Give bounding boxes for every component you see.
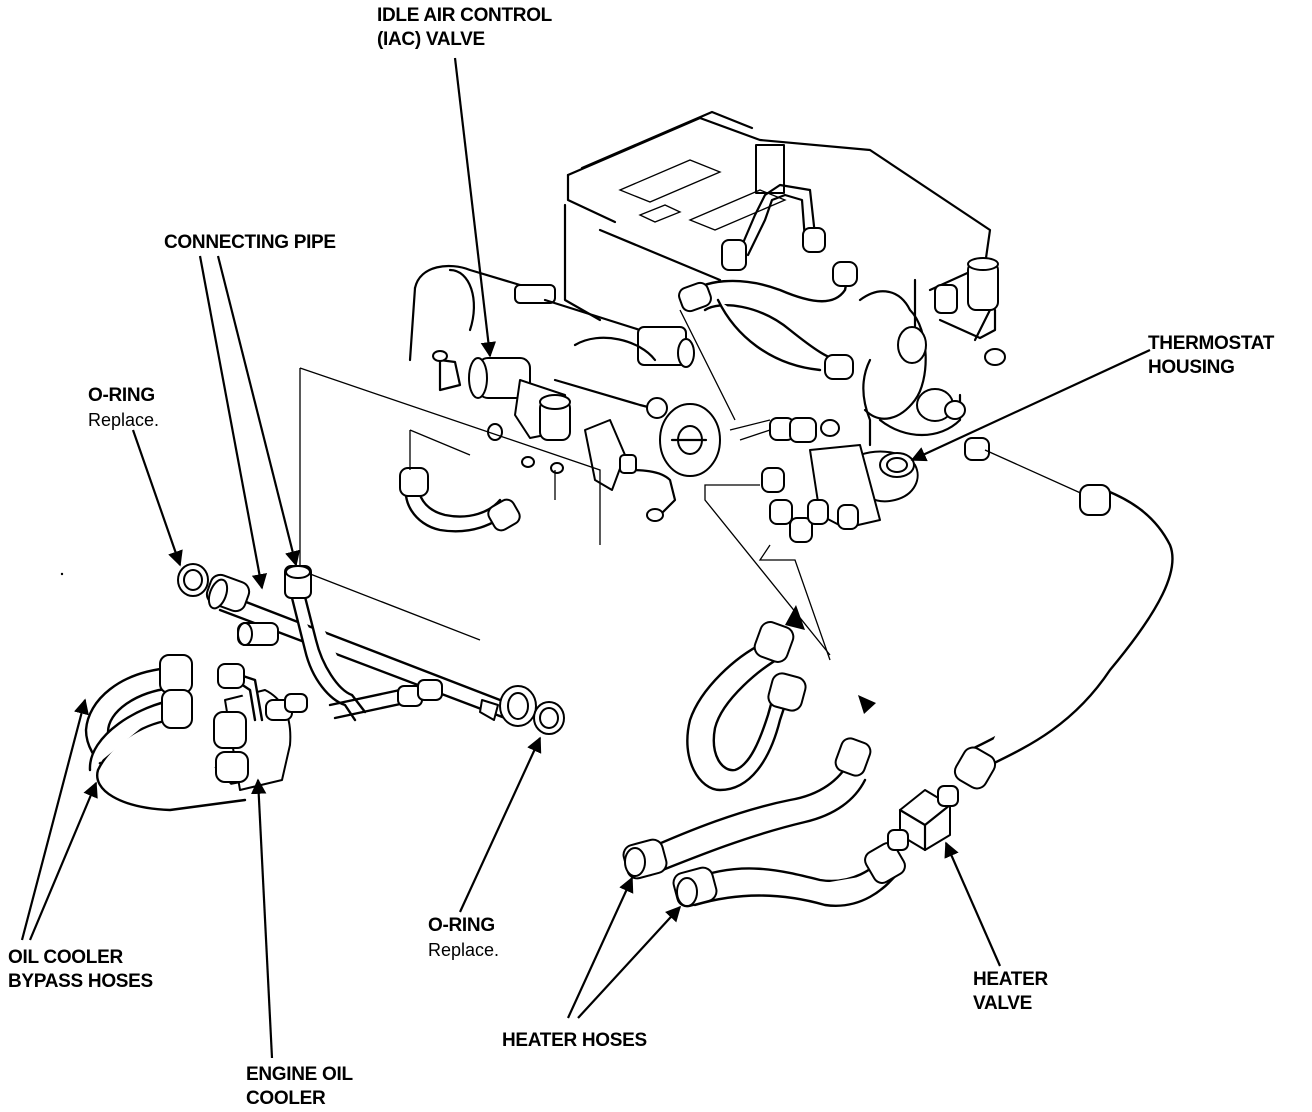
oil-cooler-bypass-hoses-part [84,654,247,812]
leader-connecting-pipe-1 [198,255,268,590]
leader-heater-hose-1 [566,876,634,1019]
label-o-ring-left-note: Replace. [88,410,160,430]
engine-oil-cooler-part [213,663,308,791]
connecting-pipe [205,565,537,727]
leader-lines [20,57,1151,1059]
leader-heater-hose-2 [577,905,682,1019]
leader-connecting-pipe-2 [216,255,301,567]
o-ring-right-part [533,701,565,735]
leader-bypass-hose-2 [28,781,98,941]
leader-engine-oil-cooler [251,778,274,1059]
leader-o-ring-right [459,736,542,913]
leader-iac-valve [453,57,497,358]
label-oil-cooler-bypass-hoses-line1: OIL COOLER [8,947,123,968]
label-o-ring-left: O-RING Replace. [88,384,159,432]
leader-thermostat-housing [910,349,1151,462]
o-ring-left-part [177,563,209,597]
label-o-ring-right-title: O-RING [428,915,495,936]
label-thermostat-housing-line2: HOUSING [1148,357,1235,378]
label-heater-valve-line2: VALVE [973,993,1033,1014]
label-engine-oil-cooler: ENGINE OIL COOLER [246,1063,353,1111]
label-connecting-pipe: CONNECTING PIPE [164,232,336,253]
label-heater-valve-line1: HEATER [973,969,1048,990]
label-o-ring-right-note: Replace. [428,940,500,960]
label-oil-cooler-bypass-hoses-line2: BYPASS HOSES [8,971,153,992]
label-engine-oil-cooler-line1: ENGINE OIL [246,1064,353,1085]
label-oil-cooler-bypass-hoses: OIL COOLER BYPASS HOSES [8,946,153,994]
leader-o-ring-left [131,429,183,567]
leader-bypass-hose-1 [20,698,89,941]
label-o-ring-left-title: O-RING [88,385,155,406]
label-thermostat-housing: THERMOSTAT HOUSING [1148,332,1274,380]
label-heater-valve: HEATER VALVE [973,968,1048,1016]
leader-heater-valve [944,841,1002,967]
label-iac-valve: IDLE AIR CONTROL (IAC) VALVE [377,4,552,52]
label-o-ring-right: O-RING Replace. [428,914,499,962]
engine-block [299,110,1086,661]
label-iac-valve-line2: (IAC) VALVE [377,29,485,50]
heater-valve-part [887,785,959,852]
label-heater-hoses: HEATER HOSES [502,1030,647,1051]
label-engine-oil-cooler-line2: COOLER [246,1088,326,1109]
heater-hoses-part [622,484,1174,908]
label-iac-valve-line1: IDLE AIR CONTROL [377,5,552,26]
label-thermostat-housing-line1: THERMOSTAT [1148,333,1275,354]
